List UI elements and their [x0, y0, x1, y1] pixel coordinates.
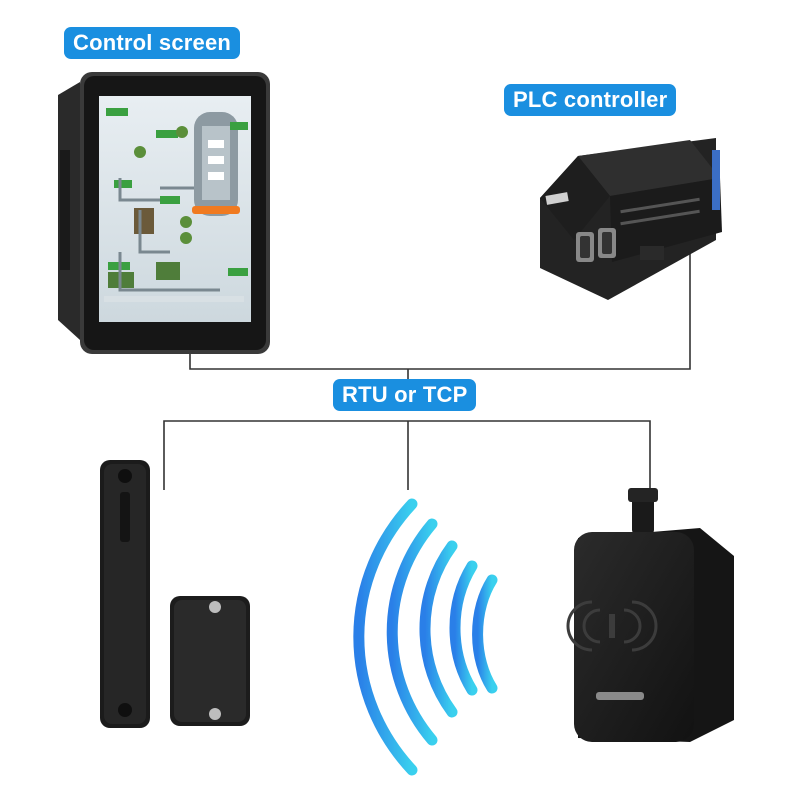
rfid-reader-icon [568, 488, 734, 742]
rfid-bar-antenna-icon [100, 460, 150, 728]
plc-controller-label: PLC controller [504, 84, 676, 116]
plc-controller-icon [540, 138, 722, 300]
control-screen-label: Control screen [64, 27, 240, 59]
control-screen-icon [58, 72, 270, 354]
line-protocol-branch [164, 421, 650, 490]
wireless-wave-icon [359, 504, 492, 770]
protocol-label: RTU or TCP [333, 379, 476, 411]
rfid-tag-icon [170, 596, 250, 726]
